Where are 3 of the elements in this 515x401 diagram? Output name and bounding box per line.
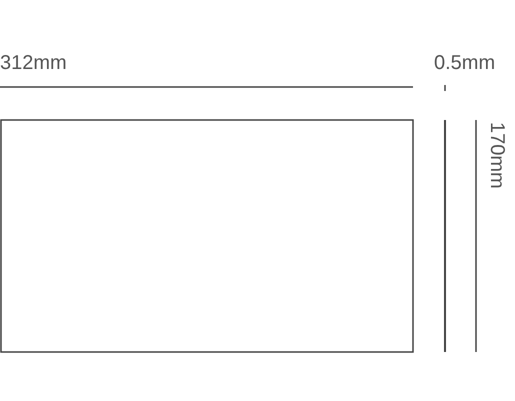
dimension-label: 0.5mm xyxy=(434,52,496,74)
dimension-label: 170mm xyxy=(486,122,508,189)
dimension-label: 312mm xyxy=(0,52,67,74)
